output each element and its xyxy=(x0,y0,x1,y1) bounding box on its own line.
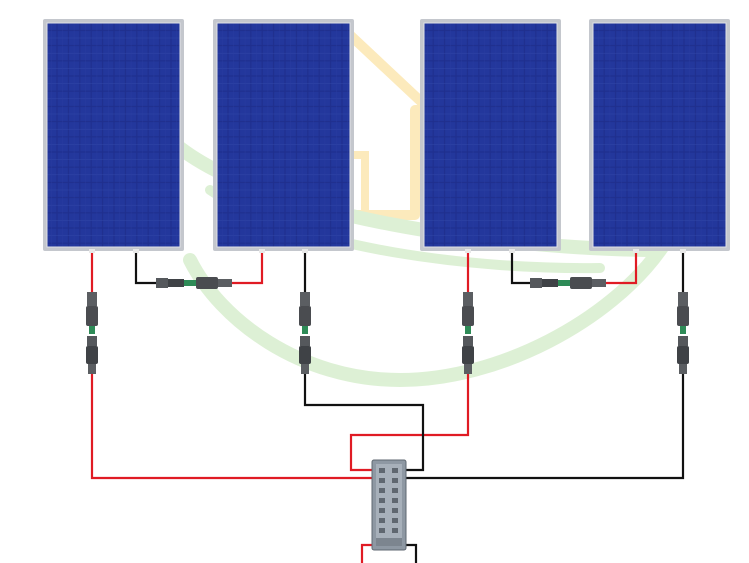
combiner-terminal-block xyxy=(371,459,407,551)
mc4-connector-pair-1 xyxy=(86,292,98,374)
mc4-connector-series-1 xyxy=(156,277,232,289)
wire-panel1-positive xyxy=(90,253,375,480)
mc4-connector-pair-2 xyxy=(299,292,311,374)
wire-panel4-negative xyxy=(403,253,685,480)
wire-panel2-negative xyxy=(303,253,425,472)
positive-wires xyxy=(90,253,638,563)
wire-panel1-series-negative xyxy=(134,253,158,285)
solar-panel-4 xyxy=(589,19,730,251)
wire-panel3-series-negative xyxy=(510,253,532,285)
solar-panel-2 xyxy=(213,19,354,251)
wire-panel3-positive xyxy=(349,253,470,472)
mc4-connector-pair-3 xyxy=(462,292,474,374)
solar-panel-1 xyxy=(43,19,184,251)
wire-panel2-series-positive xyxy=(232,253,264,285)
negative-wires xyxy=(134,253,685,563)
mc4-connector-pair-4 xyxy=(677,292,689,374)
wire-panel4-series-positive xyxy=(604,253,638,285)
panel-terminals xyxy=(89,249,686,253)
solar-panel-3 xyxy=(420,19,561,251)
mc4-connector-series-2 xyxy=(530,277,606,289)
